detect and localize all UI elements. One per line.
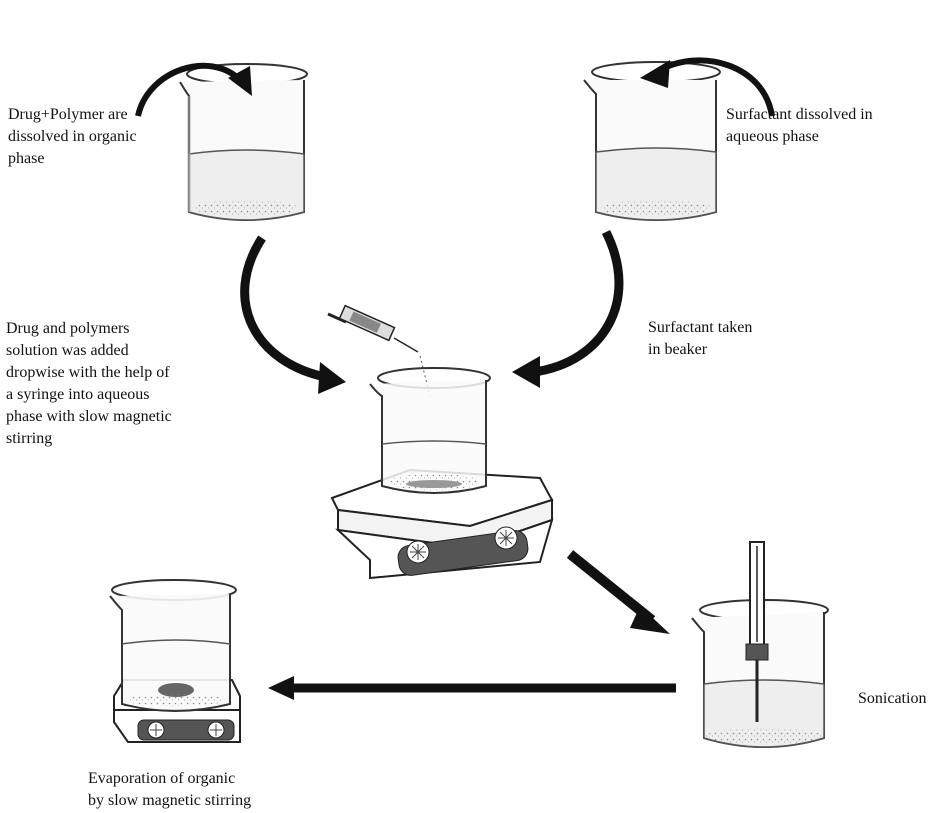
left-arrow-icon bbox=[268, 676, 676, 700]
dropwise-addition-label: Drug and polymers solution was added dro… bbox=[6, 320, 172, 447]
organic-phase-beaker-icon bbox=[179, 63, 308, 221]
syringe-icon bbox=[327, 304, 431, 397]
diagonal-arrow-icon bbox=[566, 550, 670, 634]
curved-arrow-right-icon bbox=[512, 229, 624, 388]
curved-arrow-icon bbox=[640, 57, 775, 117]
curved-arrow-left-icon bbox=[240, 235, 346, 394]
drug-polymer-label: Drug+Polymer are dissolved in organic ph… bbox=[8, 106, 137, 167]
surfactant-dissolved-label: Surfactant dissolved in aqueous phase bbox=[726, 106, 873, 145]
aqueous-phase-beaker-icon bbox=[583, 61, 721, 221]
center-beaker-icon bbox=[369, 367, 491, 494]
sonication-label: Sonication bbox=[858, 690, 927, 707]
evaporation-label: Evaporation of organic by slow magnetic … bbox=[88, 770, 252, 809]
sonication-beaker-icon bbox=[691, 599, 829, 748]
surfactant-taken-label: Surfactant taken in beaker bbox=[648, 319, 753, 358]
sonicator-probe-icon bbox=[745, 541, 769, 722]
evaporation-beaker-icon bbox=[109, 579, 237, 712]
curved-arrow-icon bbox=[135, 62, 252, 117]
